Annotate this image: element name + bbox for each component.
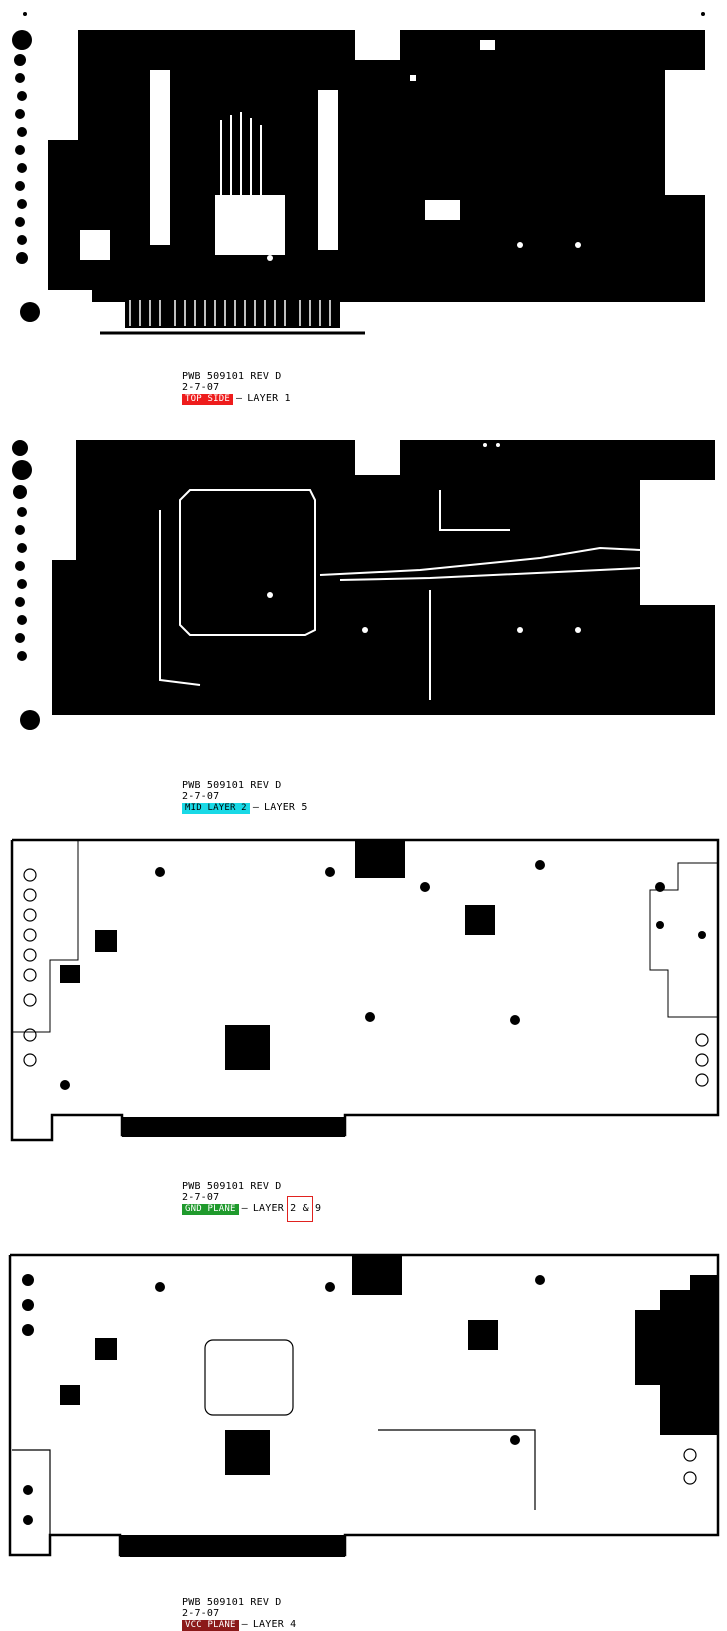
revision-date: 2-7-07 — [182, 791, 220, 802]
revision-date: 2-7-07 — [182, 1608, 220, 1619]
caption-layer-5: PWB 509101 REV D 2-7-07 MID LAYER 2–LAYE… — [182, 780, 308, 814]
pwb-number: PWB 509101 REV D — [182, 1597, 282, 1608]
layer-tag-top-side: TOP SIDE — [182, 394, 233, 405]
revision-date: 2-7-07 — [182, 1192, 220, 1203]
pwb-number: PWB 509101 REV D — [182, 1181, 282, 1192]
layer-number: LAYER 5 — [264, 802, 308, 813]
pcb-layer-5-artwork — [12, 440, 715, 730]
pcb-panel-gnd-plane — [0, 835, 727, 1145]
pcb-layer-2-9-artwork — [10, 838, 720, 1142]
pwb-number: PWB 509101 REV D — [182, 371, 282, 382]
layer-number: LAYER 1 — [247, 393, 291, 404]
pwb-number: PWB 509101 REV D — [182, 780, 282, 791]
layer-tag-gnd-plane: GND PLANE — [182, 1204, 239, 1215]
pcb-layer-1-artwork — [12, 12, 705, 335]
layer-tag-mid-layer-2: MID LAYER 2 — [182, 803, 250, 814]
caption-layer-4: PWB 509101 REV D 2-7-07 VCC PLANE–LAYER … — [182, 1597, 297, 1631]
revision-date: 2-7-07 — [182, 382, 220, 393]
layer-number: LAYER 4 — [252, 1619, 297, 1630]
highlight-box — [287, 1196, 313, 1222]
caption-layer-2-9: PWB 509101 REV D 2-7-07 GND PLANE–LAYER … — [182, 1181, 322, 1215]
pcb-layer-4-artwork — [8, 1253, 720, 1557]
pcb-panel-mid-layer-2 — [0, 430, 727, 730]
pcb-panel-vcc-plane — [0, 1250, 727, 1565]
layer-tag-vcc-plane: VCC PLANE — [182, 1620, 239, 1631]
layer-number: LAYER 2 & 9 — [252, 1203, 322, 1214]
pcb-panel-top-side — [0, 0, 727, 340]
caption-layer-1: PWB 509101 REV D 2-7-07 TOP SIDE–LAYER 1 — [182, 371, 291, 405]
